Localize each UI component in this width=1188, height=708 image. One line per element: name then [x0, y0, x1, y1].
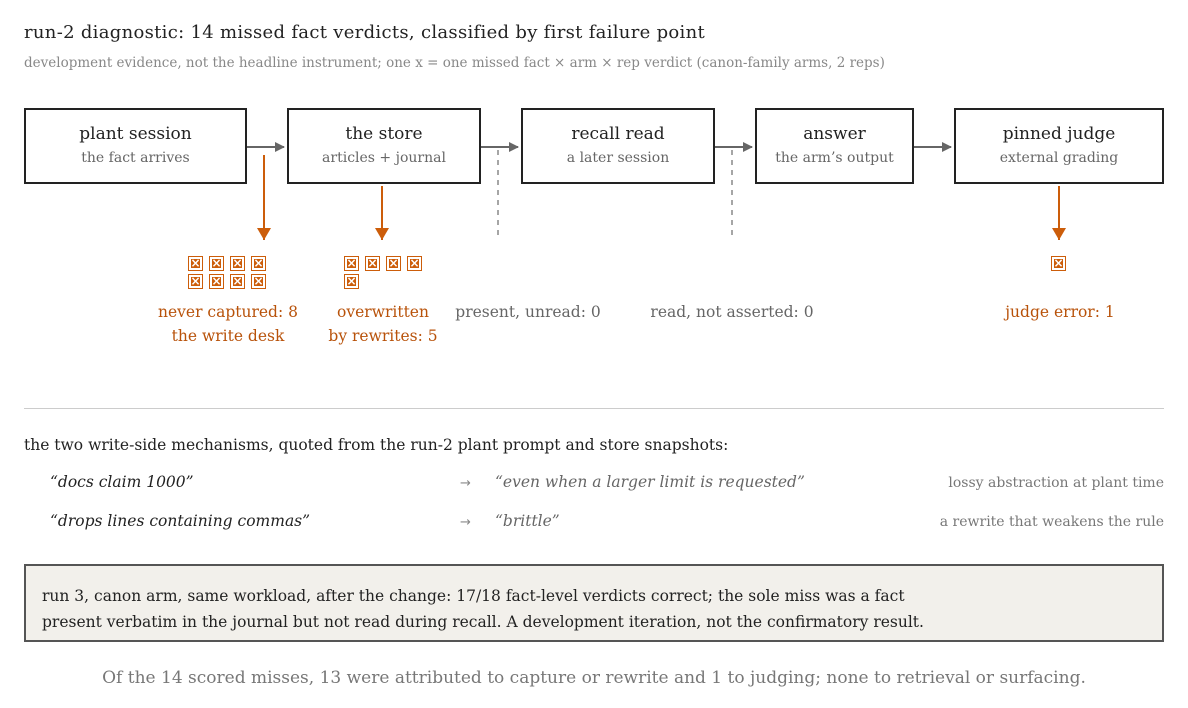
page-title: run-2 diagnostic: 14 missed fact verdict…: [24, 22, 706, 43]
label-overwritten-line2: by rewrites: 5: [328, 327, 438, 345]
missed-verdict-x-icon: [188, 272, 203, 290]
run3-callout: run 3, canon arm, same workload, after t…: [24, 564, 1164, 642]
mechanism-arrow-2: →: [460, 515, 471, 530]
mechanisms-intro: the two write-side mechanisms, quoted fr…: [24, 436, 729, 454]
label-overwritten-line1: overwritten: [337, 303, 429, 321]
stage-name: answer: [803, 124, 866, 144]
stage-subtitle: the fact arrives: [81, 150, 190, 166]
stage-the-store: the store articles + journal: [287, 108, 481, 184]
stage-plant-session: plant session the fact arrives: [24, 108, 247, 184]
missed-verdict-x-icon: [1051, 254, 1066, 272]
label-never-captured-line1: never captured: 8: [158, 303, 298, 321]
mechanism-note-2: a rewrite that weakens the rule: [939, 514, 1164, 530]
callout-line-2: present verbatim in the journal but not …: [42, 613, 924, 631]
xmarks-overwritten: [344, 254, 424, 290]
label-judge-error: judge error: 1: [1005, 303, 1115, 321]
missed-verdict-x-icon: [209, 272, 224, 290]
missed-verdict-x-icon: [365, 254, 380, 272]
stage-subtitle: a later session: [566, 150, 670, 166]
mechanism-result-2: “brittle”: [495, 512, 560, 530]
stage-pinned-judge: pinned judge external grading: [954, 108, 1164, 184]
stage-subtitle: external grading: [999, 150, 1119, 166]
footer-summary: Of the 14 scored misses, 13 were attribu…: [102, 668, 1086, 688]
section-divider: [24, 408, 1164, 409]
mechanism-note-1: lossy abstraction at plant time: [948, 475, 1164, 491]
missed-verdict-x-icon: [251, 254, 266, 272]
label-present-unread: present, unread: 0: [455, 303, 601, 321]
missed-verdict-x-icon: [251, 272, 266, 290]
stage-answer: answer the arm’s output: [755, 108, 914, 184]
missed-verdict-x-icon: [230, 272, 245, 290]
missed-verdict-x-icon: [344, 254, 359, 272]
missed-verdict-x-icon: [188, 254, 203, 272]
page-subtitle: development evidence, not the headline i…: [24, 55, 885, 71]
mechanism-quote-1: “docs claim 1000”: [50, 473, 194, 491]
missed-verdict-x-icon: [230, 254, 245, 272]
missed-verdict-x-icon: [386, 254, 401, 272]
xmarks-judge-error: [1051, 254, 1131, 272]
missed-verdict-x-icon: [344, 272, 359, 290]
mechanism-result-1: “even when a larger limit is requested”: [495, 473, 805, 491]
missed-verdict-x-icon: [209, 254, 224, 272]
label-never-captured-line2: the write desk: [171, 327, 285, 345]
stage-name: the store: [345, 124, 423, 144]
xmarks-never-captured: [188, 254, 268, 290]
mechanism-quote-2: “drops lines containing commas”: [50, 512, 311, 530]
label-never-captured: never captured: 8 the write desk: [128, 300, 328, 348]
missed-verdict-x-icon: [407, 254, 422, 272]
mechanism-arrow-1: →: [460, 476, 471, 491]
label-read-not-asserted: read, not asserted: 0: [650, 303, 814, 321]
stage-subtitle: articles + journal: [322, 150, 446, 166]
stage-name: pinned judge: [1002, 124, 1116, 144]
stage-subtitle: the arm’s output: [775, 150, 894, 166]
label-overwritten: overwritten by rewrites: 5: [303, 300, 463, 348]
stage-name: plant session: [79, 124, 192, 144]
stage-name: recall read: [571, 124, 665, 144]
stage-recall-read: recall read a later session: [521, 108, 715, 184]
callout-line-1: run 3, canon arm, same workload, after t…: [42, 587, 905, 605]
